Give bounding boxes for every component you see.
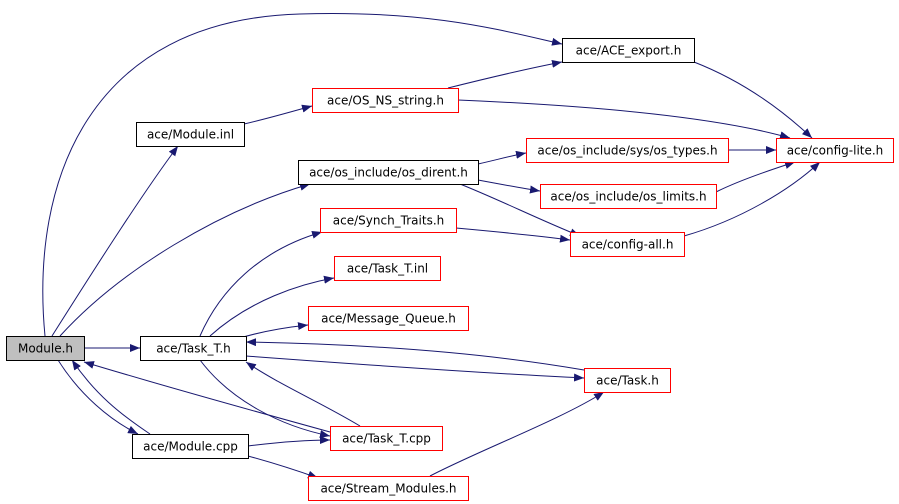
node-box <box>6 336 85 361</box>
edge-task-t-h-to-message-queue <box>239 322 309 339</box>
edge-synch-traits-to-config-all <box>455 227 571 243</box>
node-stream-modules[interactable]: ace/Stream_Modules.h <box>308 476 469 501</box>
edge-module-cpp-to-stream-modules <box>247 455 319 479</box>
node-box <box>334 256 441 281</box>
node-label: ace/OS_NS_string.h <box>327 94 444 108</box>
edge-module-cpp-to-module-h <box>71 359 151 435</box>
node-label: ace/Task_T.h <box>156 342 231 356</box>
node-os-limits[interactable]: ace/os_include/os_limits.h <box>540 184 717 209</box>
node-box <box>526 138 729 163</box>
edge-task-t-h-to-task-t-cpp <box>199 359 331 438</box>
edge-stream-modules-to-task-h <box>429 391 605 477</box>
edge-ace-export-to-config-lite <box>693 61 813 139</box>
edge-os-ns-string-to-ace-export <box>447 59 563 89</box>
node-task-t-inl[interactable]: ace/Task_T.inl <box>334 256 441 281</box>
node-label: ace/Task_T.cpp <box>342 432 431 446</box>
edge-os-dirent-to-os-limits <box>477 179 541 194</box>
edge-module-h-to-os-dirent <box>59 182 311 337</box>
edge-module-inl-to-os-ns-string <box>243 104 313 125</box>
edge-task-h-to-task-t-h <box>245 338 585 371</box>
node-config-all[interactable]: ace/config-all.h <box>570 232 685 257</box>
edge-task-t-cpp-to-module-h <box>83 361 331 433</box>
node-label: ace/Task.h <box>596 374 659 388</box>
node-task-h[interactable]: ace/Task.h <box>584 368 671 393</box>
edge-module-h-to-ace-export <box>42 13 563 337</box>
node-box <box>320 208 457 233</box>
edge-os-dirent-to-os-types <box>477 150 527 165</box>
node-label: Module.h <box>18 342 73 356</box>
node-label: ace/config-lite.h <box>787 144 884 158</box>
edge-module-h-to-module-inl <box>51 145 179 337</box>
edge-task-t-h-to-task-t-inl <box>209 275 335 337</box>
node-box <box>136 122 245 147</box>
node-module-inl[interactable]: ace/Module.inl <box>136 122 245 147</box>
node-message-queue[interactable]: ace/Message_Queue.h <box>308 306 469 331</box>
node-box <box>298 160 479 185</box>
nodes: Module.h ace/ACE_export.h ace/OS_NS_string… <box>6 38 894 501</box>
node-label: ace/Synch_Traits.h <box>333 214 444 228</box>
edges <box>42 13 821 479</box>
node-task-t-cpp[interactable]: ace/Task_T.cpp <box>330 426 443 451</box>
node-os-dirent[interactable]: ace/os_include/os_dirent.h <box>298 160 479 185</box>
node-module-cpp[interactable]: ace/Module.cpp <box>132 434 249 459</box>
edge-os-limits-to-config-lite <box>715 161 796 193</box>
node-module-h[interactable]: Module.h <box>6 336 85 361</box>
node-box <box>140 336 247 361</box>
node-box <box>562 38 695 63</box>
node-box <box>312 88 459 113</box>
node-label: ace/os_include/sys/os_types.h <box>537 144 717 158</box>
node-synch-traits[interactable]: ace/Synch_Traits.h <box>320 208 457 233</box>
node-label: ace/Module.cpp <box>143 440 238 454</box>
edge-task-t-h-to-synch-traits <box>199 230 323 337</box>
node-os-ns-string[interactable]: ace/OS_NS_string.h <box>312 88 459 113</box>
edge-os-ns-string-to-config-lite <box>457 99 791 140</box>
node-label: ace/Message_Queue.h <box>321 312 456 326</box>
node-box <box>330 426 443 451</box>
edge-task-t-cpp-to-task-t-h <box>245 361 361 427</box>
node-box <box>540 184 717 209</box>
node-box <box>132 434 249 459</box>
edge-config-all-to-config-lite <box>683 161 821 237</box>
node-task-t-h[interactable]: ace/Task_T.h <box>140 336 247 361</box>
node-label: ace/Module.inl <box>147 128 234 142</box>
node-label: ace/Task_T.inl <box>347 262 428 276</box>
node-label: ace/os_include/os_limits.h <box>550 190 706 204</box>
node-box <box>308 306 469 331</box>
node-ace-export[interactable]: ace/ACE_export.h <box>562 38 695 63</box>
node-config-lite[interactable]: ace/config-lite.h <box>776 138 894 163</box>
node-box <box>776 138 894 163</box>
edge-os-dirent-to-config-all <box>459 183 581 237</box>
node-label: ace/config-all.h <box>582 238 674 252</box>
node-box <box>570 232 685 257</box>
node-os-types[interactable]: ace/os_include/sys/os_types.h <box>526 138 729 163</box>
node-box <box>584 368 671 393</box>
node-label: ace/os_include/os_dirent.h <box>309 166 468 180</box>
node-label: ace/ACE_export.h <box>576 44 682 58</box>
node-label: ace/Stream_Modules.h <box>320 482 456 496</box>
edge-module-cpp-to-task-t-cpp <box>247 436 331 447</box>
edge-task-t-h-to-task-h <box>245 355 585 382</box>
node-box <box>308 476 469 501</box>
edge-module-h-to-module-cpp <box>57 359 139 435</box>
